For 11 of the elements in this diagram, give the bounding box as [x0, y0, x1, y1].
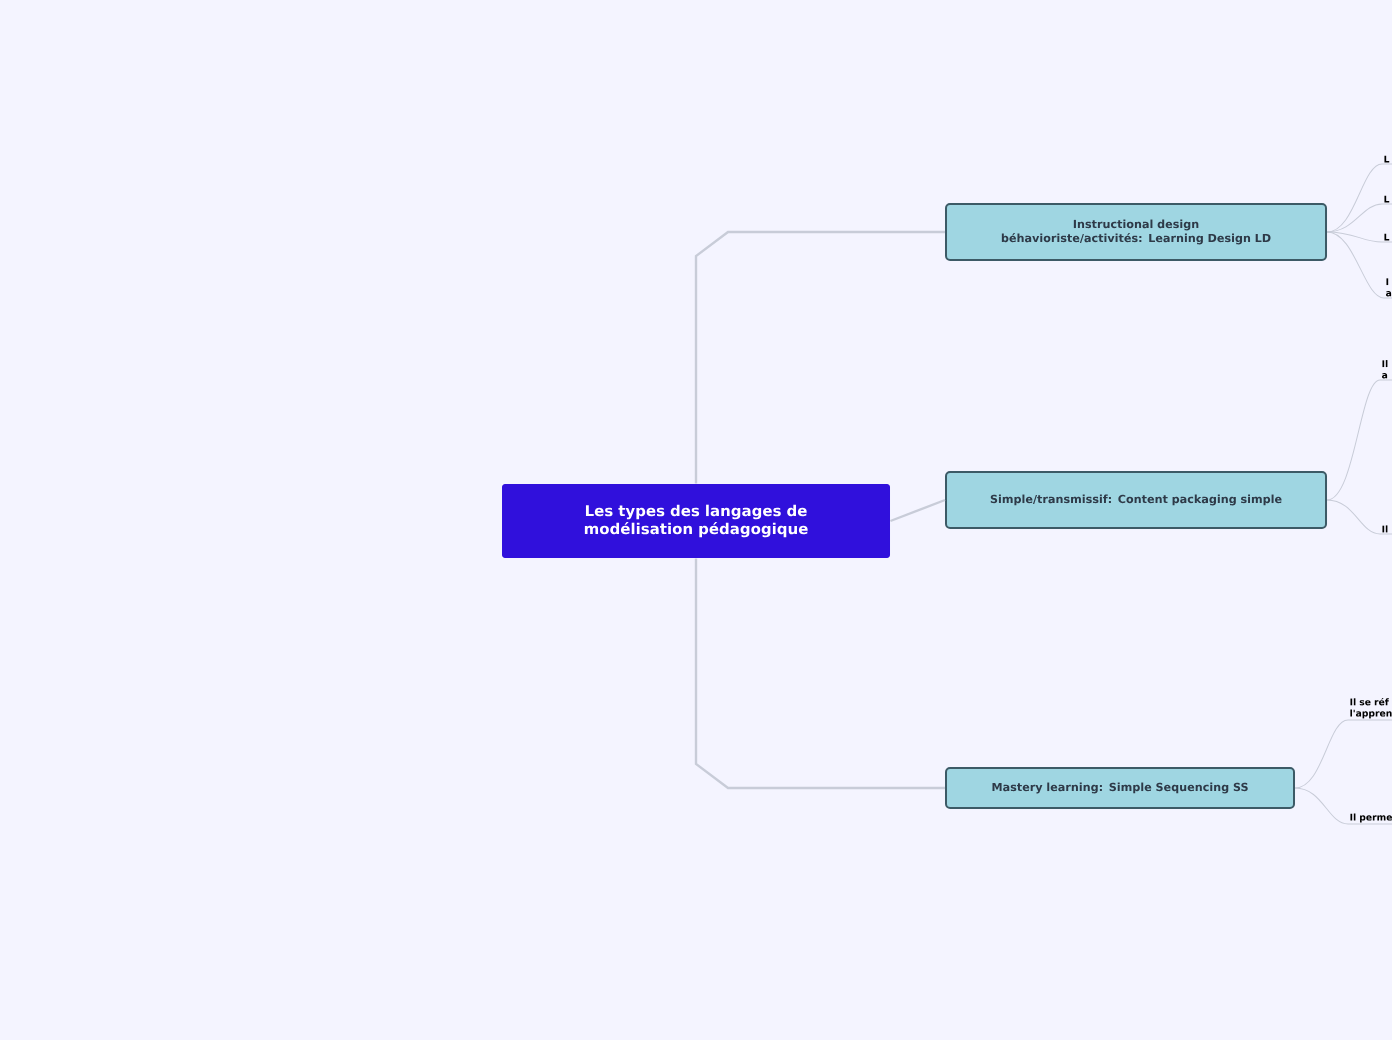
connector — [1294, 787, 1392, 825]
connector — [1326, 231, 1392, 299]
connector — [1294, 719, 1392, 789]
connector — [694, 558, 945, 790]
connector — [1326, 379, 1392, 501]
connector — [1326, 203, 1392, 233]
connector — [889, 498, 946, 523]
connector — [1326, 499, 1392, 535]
connector — [1326, 163, 1392, 233]
connector — [694, 230, 945, 484]
connector — [1326, 231, 1392, 243]
